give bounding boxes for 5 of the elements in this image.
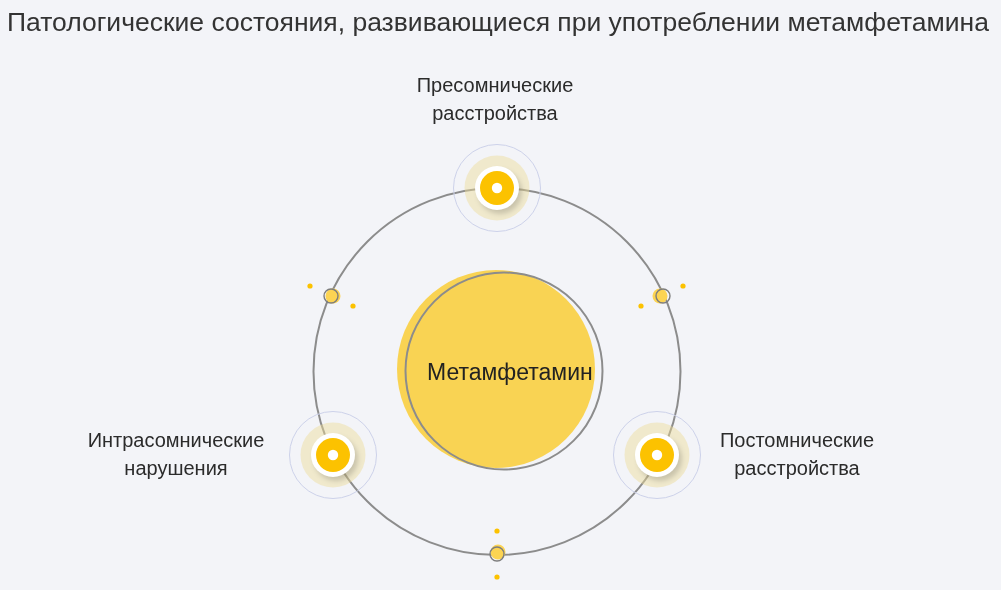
stage-label: Пресомнические расстройства (415, 73, 575, 126)
diagram-title: Патологические состояния, развивающиеся при употреблении метамфетамина (7, 6, 989, 38)
core-label: Метамфетамин (427, 358, 593, 387)
stage-label: Постомнические расстройства (718, 428, 876, 481)
stage-label: Интрасомнические нарушения (86, 428, 266, 481)
